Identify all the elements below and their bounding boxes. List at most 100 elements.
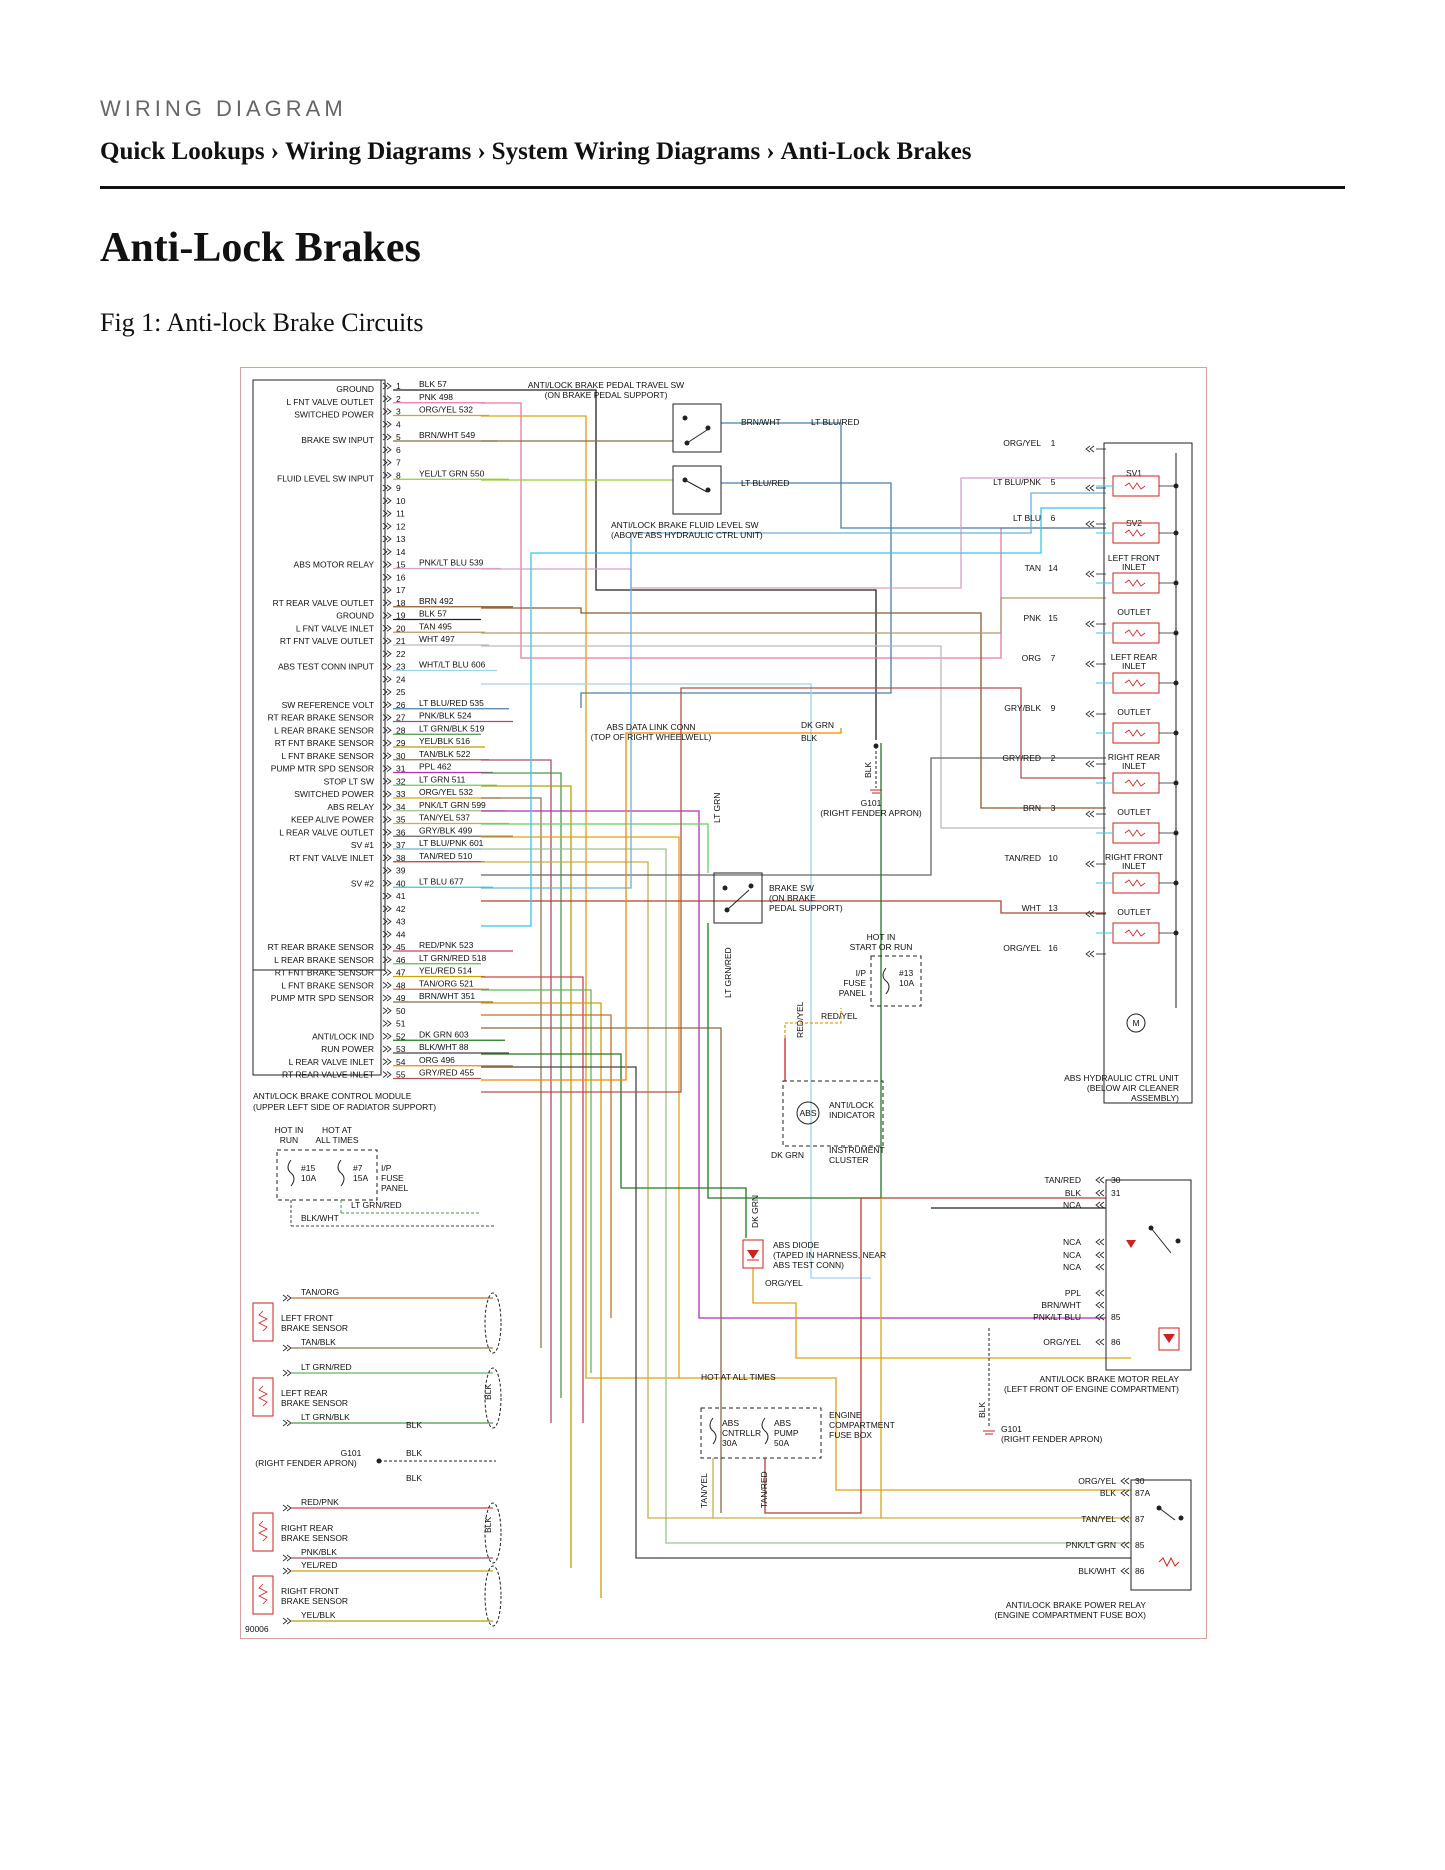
fuse-7-number: #7 (353, 1163, 363, 1173)
wire-route (481, 785, 572, 1568)
module-pin-wire: BRN/WHT 351 (419, 991, 475, 1001)
fuse13-amps: 10A (899, 978, 914, 988)
module-pin-wire: PNK 498 (419, 392, 453, 402)
module-pin-function: L REAR BRAKE SENSOR (274, 955, 374, 965)
module-pin-number: 49 (396, 993, 406, 1003)
g101-right-location: (RIGHT FENDER APRON) (820, 808, 922, 818)
wire-route (481, 797, 542, 1348)
data-link-label-1: ABS DATA LINK CONN (607, 722, 696, 732)
module-pin-wire: LT BLU/RED 535 (419, 698, 484, 708)
hcu-pin-wire: TAN/RED (1004, 853, 1041, 863)
sensor-coil-icon (252, 1575, 274, 1615)
sensor-wire-b: LT GRN/BLK (301, 1412, 350, 1422)
wire-route (481, 823, 709, 873)
hcu-pin-wire: TAN (1025, 563, 1041, 573)
wire-route (580, 482, 892, 708)
module-pin-wire: WHT/LT BLU 606 (419, 660, 486, 670)
module-pin-number: 34 (396, 802, 406, 812)
module-pin-number: 45 (396, 942, 406, 952)
module-pin-wire: PNK/BLK 524 (419, 711, 472, 721)
connector-chevron (1095, 1313, 1105, 1321)
module-pin-number: 8 (396, 470, 401, 480)
abs-diode-wire: ORG/YEL (765, 1278, 803, 1288)
connector-chevron (282, 1567, 292, 1575)
connector-chevron (382, 624, 392, 632)
module-pin-number: 32 (396, 776, 406, 786)
sensor-wire-a: LT GRN/RED (301, 1362, 352, 1372)
module-pin-number: 26 (396, 700, 406, 710)
module-pin-number: 46 (396, 955, 406, 965)
connector-chevron (382, 790, 392, 798)
connector-chevron (1095, 1189, 1105, 1197)
sensor-coil-icon (252, 1302, 274, 1342)
module-pin-function: FLUID LEVEL SW INPUT (277, 473, 374, 483)
power-relay-wire: TAN/YEL (1081, 1514, 1116, 1524)
motor-relay-wire: ORG/YEL (1043, 1337, 1081, 1347)
hcu-pin-wire: ORG (1022, 653, 1041, 663)
module-pin-wire: ORG/YEL 532 (419, 787, 473, 797)
header-divider (100, 186, 1345, 189)
wire-route (481, 1027, 722, 1513)
connector-chevron (382, 943, 392, 951)
sensor-label-2: BRAKE SENSOR (281, 1533, 348, 1543)
pedal-travel-sw-label-1: ANTI/LOCK BRAKE PEDAL TRAVEL SW (528, 380, 684, 390)
connector-chevron (382, 714, 392, 721)
module-pin-number: 20 (396, 623, 406, 633)
abs-diode: ABS DIODE (TAPED IN HARNESS, NEAR ABS TE… (742, 1195, 886, 1288)
module-pin-number: 38 (396, 853, 406, 863)
breadcrumb-anti-lock-brakes: Anti-Lock Brakes (780, 138, 972, 165)
connector-chevron (382, 446, 392, 454)
module-pin-number: 51 (396, 1019, 406, 1029)
g101-left-ground: G101 (RIGHT FENDER APRON) BLK BLK BLK BL… (255, 1384, 496, 1533)
motor-relay-pin: 85 (1111, 1312, 1121, 1322)
hcu-pin-wire: GRY/BLK (1004, 703, 1041, 713)
connector-chevron (382, 739, 392, 747)
connector-chevron (382, 522, 392, 530)
wire-route (481, 683, 871, 1279)
sensor-label-1: RIGHT FRONT (281, 1586, 339, 1596)
connector-chevron (382, 675, 392, 683)
breadcrumb-system-wiring-diagrams[interactable]: System Wiring Diagrams (491, 138, 761, 165)
hcu-pin-wire: PNK (1024, 613, 1042, 623)
connector-chevron (1085, 760, 1095, 768)
connector-chevron (382, 408, 392, 415)
twisted-pair-shield (484, 1292, 502, 1354)
module-pin-number: 40 (396, 878, 406, 888)
breadcrumb-wiring-diagrams[interactable]: Wiring Diagrams (285, 138, 472, 165)
engine-compartment-fuse-box: HOT AT ALL TIMES ABS CNTRLLR 30A ABS PUM… (699, 1372, 895, 1508)
connector-chevron (382, 1071, 392, 1078)
wire-route (481, 477, 1106, 589)
connector-chevron (382, 433, 392, 441)
indicator-bulb-icon: ABS (799, 1108, 816, 1118)
brake-sw-label-3: PEDAL SUPPORT) (769, 903, 843, 913)
sensor-label-2: BRAKE SENSOR (281, 1398, 348, 1408)
module-pin-function: RT REAR VALVE INLET (282, 1070, 374, 1080)
g101-mid-wire: BLK (977, 1402, 987, 1418)
module-pin-number: 42 (396, 904, 406, 914)
power-relay-pin: 30 (1135, 1476, 1145, 1486)
connector-chevron (1085, 910, 1095, 918)
fluid-level-sw-label-1: ANTI/LOCK BRAKE FLUID LEVEL SW (611, 520, 759, 530)
module-pin-number: 37 (396, 840, 406, 850)
wire-route (481, 607, 1106, 809)
sensor-label-2: BRAKE SENSOR (281, 1596, 348, 1606)
solenoid-valve (1112, 772, 1160, 794)
module-pin-number: 25 (396, 687, 406, 697)
breadcrumb-separator: › (477, 138, 486, 165)
module-pin-number: 12 (396, 521, 406, 531)
breadcrumb-quick-lookups[interactable]: Quick Lookups (100, 138, 265, 165)
hcu-pin-wire: LT BLU/PNK (993, 477, 1041, 487)
fuse-box-wire-b: TAN/RED (759, 1471, 769, 1508)
sensor-label-2: BRAKE SENSOR (281, 1323, 348, 1333)
connector-chevron (1095, 1263, 1105, 1271)
fuse13-panel-2: FUSE (843, 978, 866, 988)
connector-chevron (382, 905, 392, 913)
module-pin-function: RT REAR BRAKE SENSOR (268, 713, 374, 723)
connector-chevron (382, 956, 392, 964)
connector-chevron (382, 586, 392, 594)
connector-chevron (382, 395, 392, 403)
module-pin-wire: LT GRN 511 (419, 774, 466, 784)
